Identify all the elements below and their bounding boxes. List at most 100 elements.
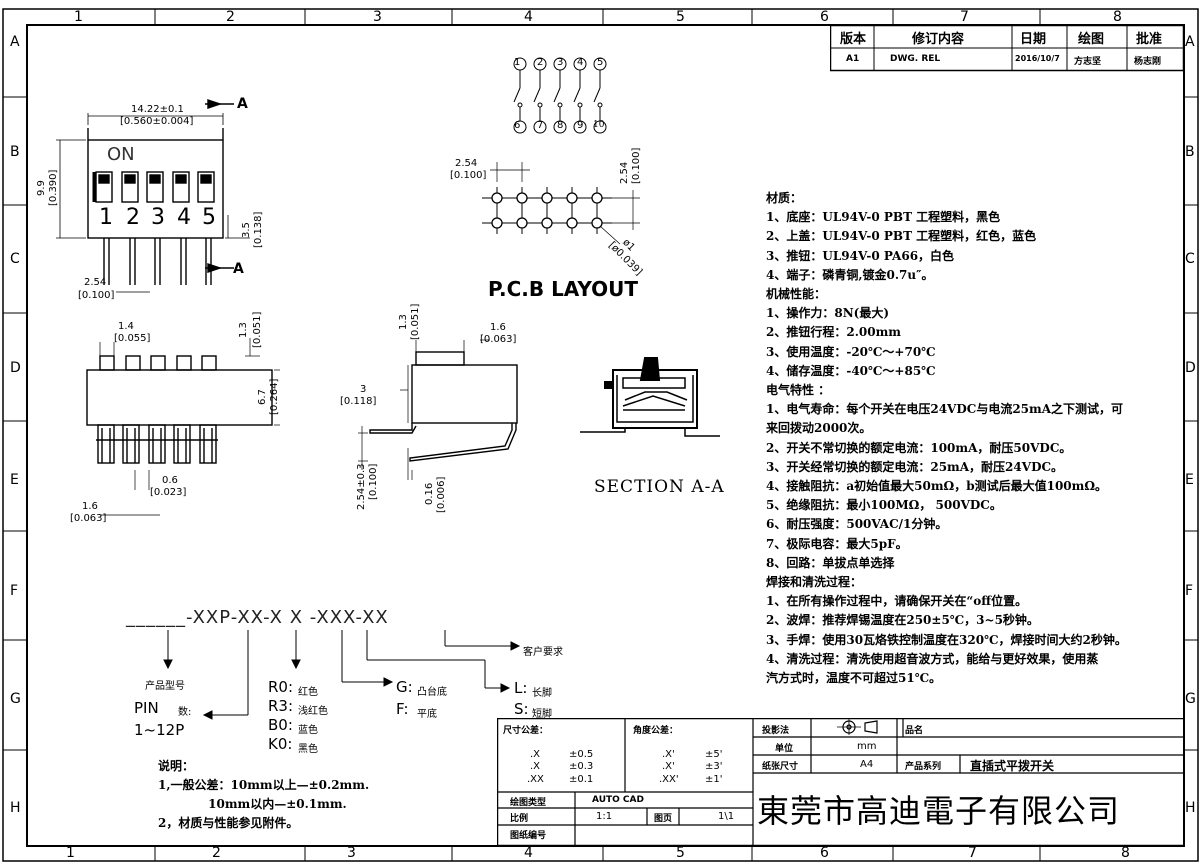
top-pitch-dim-in: [0.100] xyxy=(78,290,115,301)
page-value: 1\1 xyxy=(718,811,735,822)
pin-type-code: L: xyxy=(514,679,528,697)
size-value: A4 xyxy=(860,759,874,770)
front-dim-in: [0.055] xyxy=(114,333,151,344)
side-dim: 0.16 xyxy=(424,482,435,505)
grid-row-label: G xyxy=(10,691,21,707)
color-code: R0: xyxy=(268,678,294,696)
projection-label: 投影法 xyxy=(762,726,790,736)
pin-range: 1~12P xyxy=(134,721,185,739)
color-code: R3: xyxy=(268,697,294,715)
note-line: 4、端子：磷青铜,镀金0.7u″。 xyxy=(766,267,934,282)
angle-tolerance-value: ±5' xyxy=(705,749,723,760)
base-desc: 凸台底 xyxy=(417,687,447,698)
base-desc: 平底 xyxy=(417,709,437,720)
top-height-dim: 9.9 xyxy=(36,180,47,196)
section-marker: A xyxy=(233,261,244,277)
front-dim: 0.6 xyxy=(162,475,178,486)
note-line: 机械性能： xyxy=(766,287,827,302)
angle-tolerance-label: 角度公差： xyxy=(633,726,679,736)
front-dim-in: [0.063] xyxy=(70,513,107,524)
note-line: 1、电气寿命：每个开关在电压24VDC与电流25mA之下测试，可 xyxy=(766,402,1124,417)
revision-cell: 杨志刚 xyxy=(1134,57,1162,67)
note-line: 1、底座：UL94V-0 PBT 工程塑料，黑色 xyxy=(766,210,1001,225)
top-pin-dim: 3.5 xyxy=(241,222,252,238)
pcb-pin-bottom: 8 xyxy=(557,120,564,131)
dim-tolerance-value: ±0.1 xyxy=(569,774,594,785)
pcb-pitch-v: 2.54 xyxy=(619,161,630,184)
grid-row-label: H xyxy=(1185,800,1196,816)
grid-row-label: F xyxy=(1185,583,1194,599)
pcb-layout-title: P.C.B LAYOUT xyxy=(488,277,639,301)
grid-col-label: 6 xyxy=(820,845,829,861)
revision-cell: 2016/10/7 xyxy=(1015,54,1060,63)
pcb-layout-drawing xyxy=(482,57,640,245)
section-view-drawing xyxy=(580,357,720,437)
pcb-pin-top: 5 xyxy=(597,57,604,68)
note-line: 8、回路：单拔点单选择 xyxy=(766,555,895,570)
revision-table xyxy=(830,25,1184,72)
grid-row-label: D xyxy=(1185,360,1196,376)
side-dim-in: [0.118] xyxy=(340,396,377,407)
note-line: 4、储存温度：-40℃～+85℃ xyxy=(766,363,936,378)
software-value: AUTO CAD xyxy=(592,795,644,805)
specification-notes: 材质： 1、底座：UL94V-0 PBT 工程塑料，黑色 2、上盖：UL94V-… xyxy=(766,189,1127,688)
revision-header: 绘图 xyxy=(1078,32,1105,47)
top-view-drawing xyxy=(56,99,250,293)
side-dim-in: [0.051] xyxy=(410,303,421,340)
grid-col-label: 8 xyxy=(1121,845,1130,861)
dim-tolerance-value: ±0.3 xyxy=(569,761,594,772)
note-line: 2、波焊：推荐焊锡温度在250±5℃，3~5秒钟。 xyxy=(766,613,1039,628)
pcb-pin-bottom: 7 xyxy=(537,120,544,131)
front-dim-in: [0.051] xyxy=(252,311,263,348)
front-dim-in: [0.264] xyxy=(269,378,280,415)
part-number-tree xyxy=(163,630,521,720)
side-view-drawing xyxy=(358,339,518,480)
revision-cell: A1 xyxy=(846,54,860,64)
note-line: 7、极际电容：最大5pF。 xyxy=(766,536,908,551)
grid-col-label: 3 xyxy=(373,9,382,25)
grid-col-label: 8 xyxy=(1113,9,1122,25)
pin-type-desc: 短脚 xyxy=(532,709,552,720)
explanation-line: 10mm以内—±0.1mm. xyxy=(158,797,347,811)
grid-row-label: F xyxy=(10,583,19,599)
side-dim-in: [0.006] xyxy=(436,476,447,513)
note-line: 3、使用温度：-20℃～+70℃ xyxy=(766,344,936,359)
dim-tolerance-key: .X xyxy=(530,749,541,760)
color-desc: 蓝色 xyxy=(298,725,318,736)
revision-cell: 方志坚 xyxy=(1074,57,1102,67)
pin-type-code: S: xyxy=(514,700,529,718)
color-desc: 浅红色 xyxy=(298,706,328,717)
revision-header: 批准 xyxy=(1136,32,1163,47)
note-line: 焊接和清洗过程： xyxy=(766,575,863,590)
note-line: 汽方式时，温度不可超过51℃。 xyxy=(766,671,942,686)
scale-value: 1:1 xyxy=(596,811,613,822)
side-dim: 2.54±0.3 xyxy=(356,463,367,510)
grid-row-label: G xyxy=(1185,691,1196,707)
note-line: 1、在所有操作过程中，请确保开关在“off位置。 xyxy=(766,594,1028,609)
grid-row-label: B xyxy=(1185,144,1195,160)
page-label: 图页 xyxy=(654,814,673,824)
revision-header: 修订内容 xyxy=(912,32,965,47)
grid-col-label: 4 xyxy=(524,845,533,861)
pcb-pitch-v-in: [0.100] xyxy=(631,147,642,184)
side-dim: 1.3 xyxy=(398,314,409,330)
angle-tolerance-key: .XX' xyxy=(659,774,679,785)
title-block xyxy=(497,718,1185,846)
top-height-dim-in: [0.390] xyxy=(48,169,59,206)
switch-number: 5 xyxy=(202,205,216,230)
explanation-line: 2，材质与性能参见附件。 xyxy=(158,816,299,830)
revision-header: 版本 xyxy=(840,32,867,47)
note-line: 电气特性 ： xyxy=(766,383,831,398)
company-name: 東莞市高迪電子有限公司 xyxy=(757,792,1121,830)
angle-tolerance-value: ±1' xyxy=(705,774,723,785)
series-value: 直插式平拨开关 xyxy=(970,759,1055,773)
grid-col-label: 2 xyxy=(212,845,221,861)
grid-row-label: C xyxy=(1185,251,1195,267)
angle-tolerance-key: .X' xyxy=(662,749,675,760)
switch-number: 3 xyxy=(151,205,165,230)
switch-number: 2 xyxy=(126,205,140,230)
grid-row-label: D xyxy=(10,360,21,376)
note-line: 2、推钮行程：2.00mm xyxy=(766,325,901,340)
pcb-pin-top: 4 xyxy=(577,57,584,68)
